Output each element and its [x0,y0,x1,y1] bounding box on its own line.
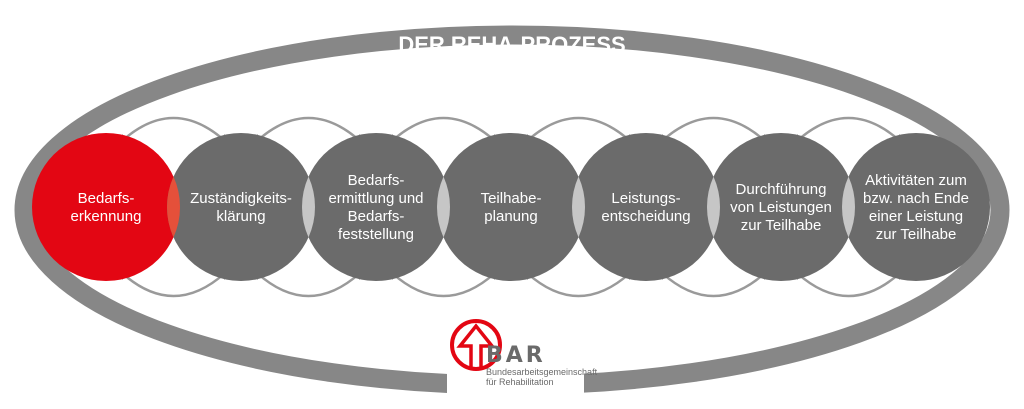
step-circle[interactable] [32,133,180,281]
step-label: Bedarfs- [78,190,135,207]
arrow-bottom [523,269,634,298]
step-circle[interactable] [572,133,720,281]
diagram-title: DER REHA-PROZESS [398,32,625,57]
arrow-bottom [658,269,769,298]
step-circle[interactable] [167,133,315,281]
arrow-bottom [793,269,904,298]
arrow-bottom [253,269,364,298]
step-label: Bedarfs- [348,172,405,189]
step-labels: Bedarfs-erkennung Zuständigkeits-klärung B… [71,172,969,243]
step-label: erkennung [71,208,142,225]
step-circle[interactable] [842,133,990,281]
arrow-bottom [118,269,229,298]
step-label: Bedarfs- [348,208,405,225]
arrow-bottom [388,269,499,298]
step-label: von Leistungen [730,199,832,216]
arrow-top [523,116,634,145]
bar-logo-circle [450,319,502,371]
step-overlap [167,176,181,238]
step-label: Durchführung [736,181,827,198]
step-label: planung [484,208,537,225]
logo-line1: Bundesarbeitsgemeinschaft [486,367,598,377]
step-label: Leistungs- [611,190,680,207]
overlaps [167,176,856,238]
step-overlap [572,176,586,238]
step-circle[interactable] [302,133,450,281]
arrow-top [793,116,904,145]
arrows [118,116,904,298]
logo-line2: für Rehabilitation [486,377,554,387]
arrow-top [388,116,499,145]
step-label: Aktivitäten zum [865,172,967,189]
step-label: ermittlung und [328,190,423,207]
step-circle[interactable] [437,133,585,281]
arrow-top [253,116,364,145]
step-label: feststellung [338,226,414,243]
step-overlap [707,176,721,238]
step-label: klärung [216,208,265,225]
step-overlap [842,176,856,238]
steps [32,133,990,281]
logo-name: BAR [486,343,546,368]
step-overlap [302,176,315,238]
arrow-top [118,116,229,145]
step-label: entscheidung [601,208,690,225]
step-overlap [437,176,450,238]
step-label: einer Leistung [869,208,963,225]
bar-logo-arrow-icon [456,323,496,370]
arrow-top [658,116,769,145]
bar-logo: BAR Bundesarbeitsgemeinschaft für Rehabi… [450,319,598,387]
step-label: bzw. nach Ende [863,190,969,207]
step-circle[interactable] [707,133,855,281]
step-label: zur Teilhabe [741,217,822,234]
step-label: Zuständigkeits- [190,190,292,207]
step-label: Teilhabe- [481,190,542,207]
step-label: zur Teilhabe [876,226,957,243]
